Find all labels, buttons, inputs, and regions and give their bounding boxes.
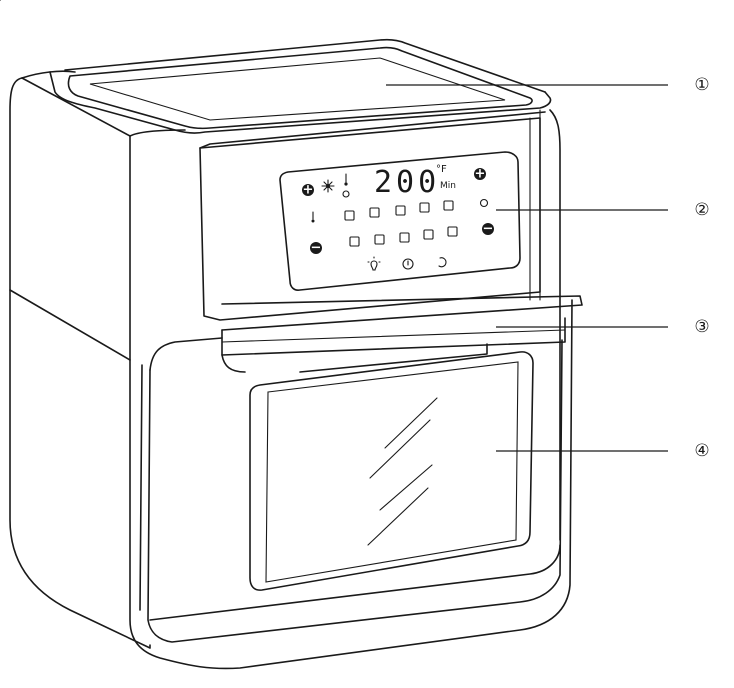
clock-icon — [342, 190, 350, 198]
callout-4-label: ④ — [694, 441, 709, 461]
thermometer-small-icon — [311, 211, 315, 223]
preset-icons-row-2 — [349, 226, 458, 247]
callout-3-label: ③ — [694, 317, 709, 337]
fan-icon[interactable] — [321, 179, 335, 193]
preset-vegetable-icon[interactable] — [349, 236, 360, 247]
temp-plus-sign: + — [303, 183, 314, 198]
preset-icons-row-1 — [344, 200, 454, 221]
callout-3: ③ — [496, 317, 710, 337]
callout-4: ④ — [496, 441, 710, 461]
callout-2: ② — [496, 200, 710, 220]
temperature-unit: °F — [436, 164, 447, 175]
callout-1-label: ① — [694, 75, 709, 95]
preset-cake-icon[interactable] — [374, 234, 385, 245]
door-handle — [221, 295, 583, 373]
time-plus-sign: + — [475, 167, 486, 182]
time-unit-label: Min — [440, 181, 456, 191]
top-lid — [49, 38, 552, 137]
preset-fries-icon[interactable] — [344, 210, 355, 221]
light-icon[interactable] — [367, 256, 381, 271]
preset-dehydrate-icon[interactable] — [447, 226, 458, 237]
time-minus-sign: − — [483, 222, 494, 237]
power-icon[interactable] — [402, 258, 414, 270]
rotate-icon[interactable] — [438, 257, 447, 268]
preset-steak-icon[interactable] — [395, 205, 406, 216]
preset-shrimp-icon[interactable] — [443, 200, 454, 211]
preset-fish-icon[interactable] — [419, 202, 430, 213]
preset-pizza-icon[interactable] — [399, 232, 410, 243]
preset-rotisserie-icon[interactable] — [423, 229, 434, 240]
temp-minus-icon[interactable] — [310, 242, 322, 254]
callout-1: ① — [386, 75, 710, 95]
temp-minus-sign: − — [311, 241, 322, 256]
callout-2-label: ② — [694, 200, 709, 220]
time-minus-icon[interactable] — [482, 223, 494, 235]
time-plus-icon[interactable] — [474, 168, 486, 180]
oven-door — [0, 0, 563, 643]
temp-plus-icon[interactable] — [302, 184, 314, 196]
preset-chicken-icon[interactable] — [369, 207, 380, 218]
temperature-readout: 200 — [374, 165, 440, 200]
thermometer-icon — [344, 173, 348, 186]
control-panel: + − + − 200 °F Min — [199, 111, 546, 321]
fryer-body — [9, 70, 573, 670]
timer-icon — [479, 198, 489, 208]
